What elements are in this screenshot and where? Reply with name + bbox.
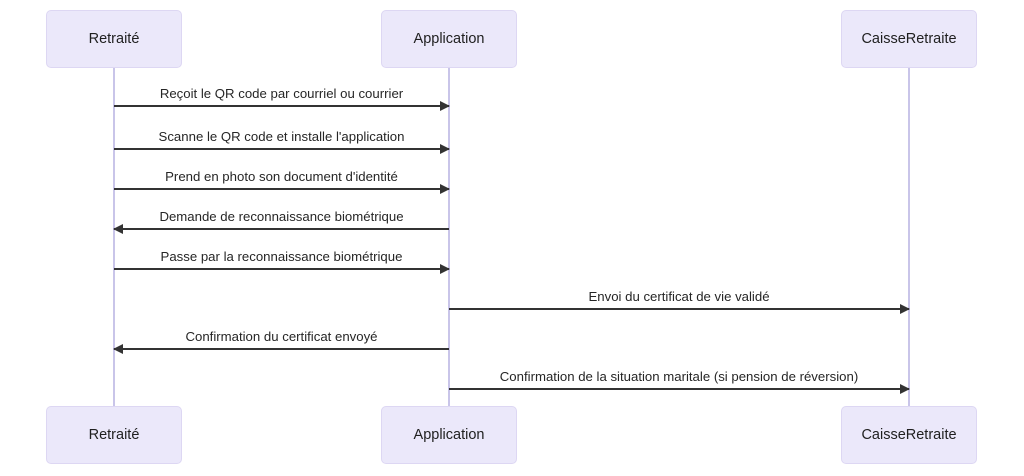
message-line-1 bbox=[114, 100, 450, 111]
actor-label-retraite: Retraité bbox=[88, 30, 140, 47]
message-line-6 bbox=[449, 303, 910, 314]
arrowhead-right-icon bbox=[440, 100, 450, 111]
actor-label-application: Application bbox=[413, 30, 485, 47]
actor-box-application-top[interactable]: Application bbox=[381, 10, 517, 68]
lifeline-application bbox=[448, 68, 450, 406]
actor-box-caisse-bottom[interactable]: CaisseRetraite bbox=[841, 406, 977, 464]
message-label-6: Envoi du certificat de vie validé bbox=[588, 288, 770, 304]
message-label-8: Confirmation de la situation maritale (s… bbox=[499, 368, 859, 384]
message-line-8 bbox=[449, 383, 910, 394]
actor-label-caisse: CaisseRetraite bbox=[861, 30, 957, 47]
arrowhead-right-icon bbox=[440, 143, 450, 154]
actor-label-application: Application bbox=[413, 426, 485, 443]
arrowhead-right-icon bbox=[900, 303, 910, 314]
arrowhead-right-icon bbox=[900, 383, 910, 394]
actor-label-caisse: CaisseRetraite bbox=[861, 426, 957, 443]
message-line-7 bbox=[113, 343, 449, 354]
arrowhead-right-icon bbox=[440, 263, 450, 274]
message-label-7: Confirmation du certificat envoyé bbox=[185, 328, 378, 344]
message-line-2 bbox=[114, 143, 450, 154]
actor-box-application-bottom[interactable]: Application bbox=[381, 406, 517, 464]
lifeline-retraite bbox=[113, 68, 115, 406]
actor-box-retraite-bottom[interactable]: Retraité bbox=[46, 406, 182, 464]
message-line-4 bbox=[113, 223, 449, 234]
lifeline-caisse bbox=[908, 68, 910, 406]
arrowhead-left-icon bbox=[113, 223, 123, 234]
actor-box-retraite-top[interactable]: Retraité bbox=[46, 10, 182, 68]
actor-label-retraite: Retraité bbox=[88, 426, 140, 443]
message-line-3 bbox=[114, 183, 450, 194]
arrowhead-right-icon bbox=[440, 183, 450, 194]
message-label-1: Reçoit le QR code par courriel ou courri… bbox=[159, 85, 404, 101]
message-line-5 bbox=[114, 263, 450, 274]
message-label-2: Scanne le QR code et installe l'applicat… bbox=[158, 128, 405, 144]
message-label-5: Passe par la reconnaissance biométrique bbox=[160, 248, 403, 264]
arrowhead-left-icon bbox=[113, 343, 123, 354]
message-label-3: Prend en photo son document d'identité bbox=[165, 168, 398, 184]
message-label-4: Demande de reconnaissance biométrique bbox=[159, 208, 404, 224]
actor-box-caisse-top[interactable]: CaisseRetraite bbox=[841, 10, 977, 68]
